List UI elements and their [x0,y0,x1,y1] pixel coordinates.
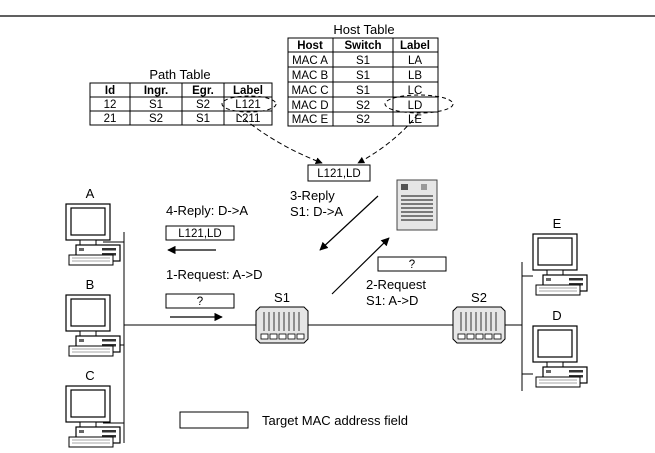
request2-label: 2-Request [366,277,426,292]
reply4-field-box [165,225,235,241]
reply3-path: S1: D->A [290,204,343,219]
host-table-cell: MAC C [291,85,328,97]
switch-s1-icon [255,306,309,344]
host-table-cell: MAC E [292,114,329,126]
host-d-label: D [552,308,561,323]
path-table-cell: S1 [149,99,163,111]
host-table-cell: MAC B [292,70,329,82]
path-table-title: Path Table [149,67,210,82]
host-a-label: A [86,186,95,201]
host-table-header: Switch [344,40,381,52]
reply4-label: 4-Reply: D->A [166,203,248,218]
path-table-cell: L121 [235,99,261,111]
reply4-field-text: L121,LD [178,228,221,240]
path-table-cell: L211 [236,113,261,125]
path-table-cell: 21 [104,113,117,125]
host-c-label: C [85,368,94,383]
host-a-computer-icon [65,203,121,266]
request1-label: 1-Request: A->D [166,267,262,282]
label-ld-highlight [384,94,454,114]
request2-arrow [331,237,390,295]
host-table-cell: S1 [356,85,370,97]
legend-swatch [179,411,249,429]
controller-server-icon [396,179,438,231]
host-table: Host Table Host Switch Label MAC A S1 LA… [287,22,439,127]
switch-s1-label: S1 [274,290,290,305]
controller-field-box [307,164,371,182]
host-table-header: Label [400,40,430,52]
host-table-cell: S2 [356,114,370,126]
host-table-cell: MAC A [292,55,328,67]
request1-field-box [165,293,235,309]
path-table-header: Egr. [192,85,214,97]
path-table-cell: S2 [196,99,210,111]
path-table-header: Label [233,85,263,97]
host-table-header: Host [297,40,323,52]
path-table-cell: S2 [149,113,163,125]
path-table: Path Table Id Ingr. Egr. Label 12 S1 S2 … [89,67,273,126]
host-b-computer-icon [65,294,121,357]
legend-label: Target MAC address field [262,413,408,428]
request1-field-text: ? [197,296,203,308]
host-table-cell: LE [408,114,422,126]
controller-field-text: L121,LD [317,168,360,180]
dashed-connector [237,113,323,165]
host-table-cell: S2 [356,100,370,112]
host-table-cell: S1 [356,70,370,82]
label-l121-highlight [221,95,277,113]
network-links [103,232,533,443]
host-table-cell: LD [408,100,423,112]
path-table-cell: S1 [196,113,210,125]
host-e-computer-icon [532,233,588,296]
path-table-header: Ingr. [144,85,168,97]
reply3-label: 3-Reply [290,188,335,203]
request2-field-text: ? [409,259,415,271]
host-table-cell: MAC D [291,100,328,112]
host-table-cell: LB [408,70,422,82]
host-b-label: B [86,277,95,292]
host-table-cell: S1 [356,55,370,67]
host-table-cell: LA [408,55,422,67]
switch-s2-label: S2 [471,290,487,305]
host-e-label: E [553,216,562,231]
host-table-title: Host Table [333,22,394,37]
host-c-computer-icon [65,385,121,448]
switch-s2-icon [452,306,506,344]
request2-field-box [377,256,447,272]
host-table-cell: LC [408,85,423,97]
reply3-arrow [319,195,379,251]
request2-path: S1: A->D [366,293,418,308]
host-d-computer-icon [532,325,588,388]
path-table-cell: 12 [104,99,117,111]
path-table-header: Id [105,85,115,97]
